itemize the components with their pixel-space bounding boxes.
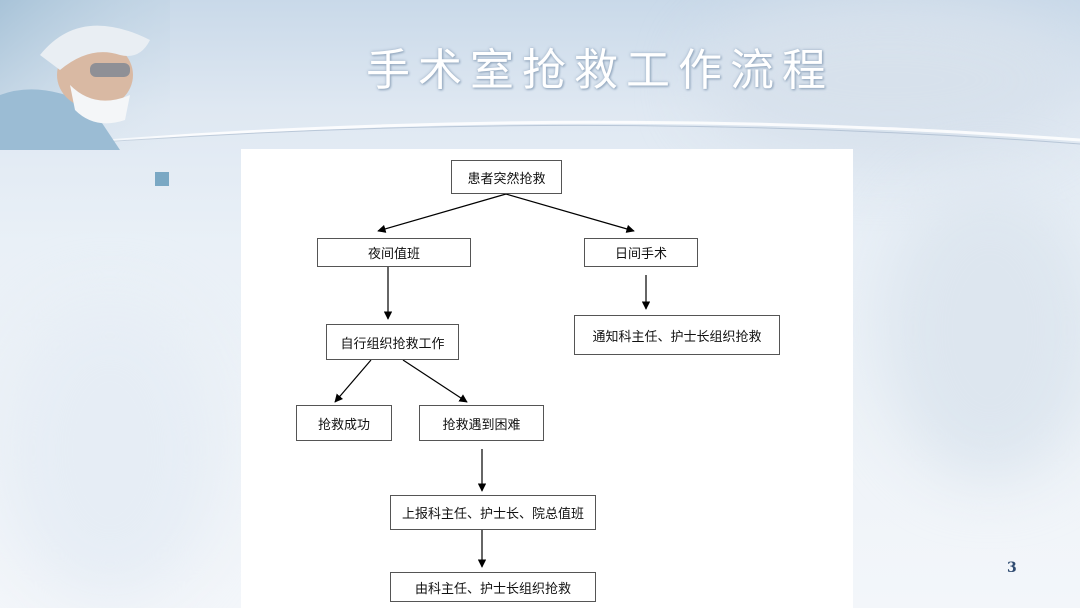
node-emergency: 患者突然抢救 [451, 160, 562, 194]
surgeon-photo [0, 0, 170, 150]
node-notify-director: 通知科主任、护士长组织抢救 [574, 315, 780, 355]
edge-emergency-to-day [505, 193, 635, 233]
node-director-organize: 由科主任、护士长组织抢救 [390, 572, 596, 602]
slide-title: 手术室抢救工作流程 [366, 45, 834, 96]
node-rescue-difficulty: 抢救遇到困难 [419, 405, 544, 441]
flowchart-edges [334, 193, 651, 568]
flowchart-panel: 患者突然抢救 夜间值班 日间手术 自行组织抢救工作 通知科主任、护士长组织抢救 … [241, 149, 853, 608]
node-report-up: 上报科主任、护士长、院总值班 [390, 495, 596, 530]
background-blur [880, 180, 1080, 480]
background-blur [0, 300, 220, 600]
node-day-surgery: 日间手术 [584, 238, 698, 267]
edge-self-to-success [334, 359, 372, 403]
node-rescue-success: 抢救成功 [296, 405, 392, 441]
bullet-square-icon [155, 172, 169, 186]
node-night-shift: 夜间值班 [317, 238, 471, 267]
edge-self-to-difficulty [402, 359, 468, 403]
node-self-organize: 自行组织抢救工作 [326, 324, 459, 360]
page-number: 3 [1007, 560, 1017, 576]
background-blur [700, 0, 1080, 160]
edge-emergency-to-night [377, 193, 507, 233]
